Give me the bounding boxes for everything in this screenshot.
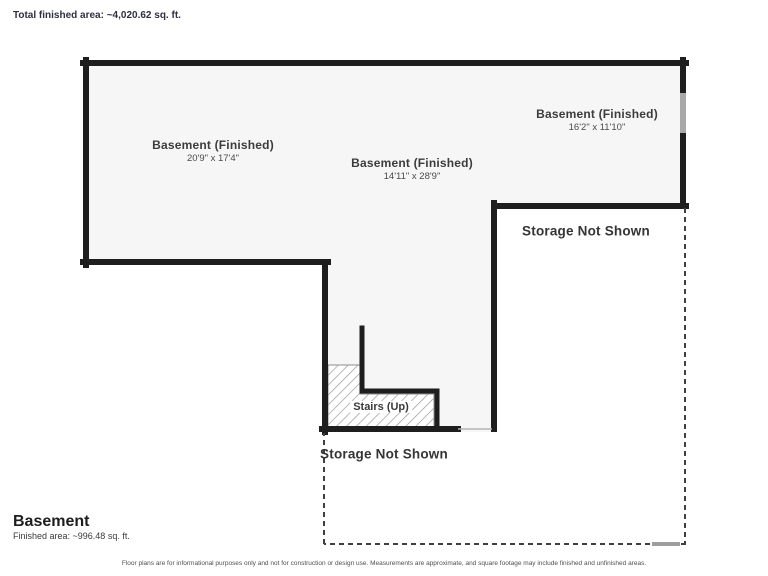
room-name: Basement (Finished) bbox=[536, 107, 658, 121]
room-name: Basement (Finished) bbox=[152, 138, 274, 152]
finished-floor-area bbox=[83, 60, 686, 432]
room-dimensions: 14'11" x 28'9" bbox=[383, 171, 441, 182]
storage-dashed-boundary bbox=[323, 208, 686, 545]
disclaimer-text: Floor plans are for informational purpos… bbox=[121, 560, 647, 567]
floor-name: Basement bbox=[13, 513, 90, 530]
room-label-basement-middle: Basement (Finished) 14'11" x 28'9" bbox=[351, 156, 473, 182]
floor-finished-area: Finished area: ~996.48 sq. ft. bbox=[13, 531, 130, 541]
stairs-label: Stairs (Up) bbox=[350, 401, 412, 413]
stair-walls bbox=[359, 325, 440, 432]
main-walls bbox=[80, 57, 689, 435]
room-name: Basement (Finished) bbox=[351, 156, 473, 170]
room-label-basement-topright: Basement (Finished) 16'2" x 11'10" bbox=[536, 107, 658, 133]
room-dimensions: 20'9" x 17'4" bbox=[186, 153, 240, 164]
storage-label-bottom: Storage Not Shown bbox=[320, 446, 448, 462]
storage-label-right: Storage Not Shown bbox=[522, 223, 650, 239]
room-label-basement-left: Basement (Finished) 20'9" x 17'4" bbox=[152, 138, 274, 164]
total-finished-area: Total finished area: ~4,020.62 sq. ft. bbox=[13, 10, 181, 21]
room-dimensions: 16'2" x 11'10" bbox=[568, 122, 626, 133]
